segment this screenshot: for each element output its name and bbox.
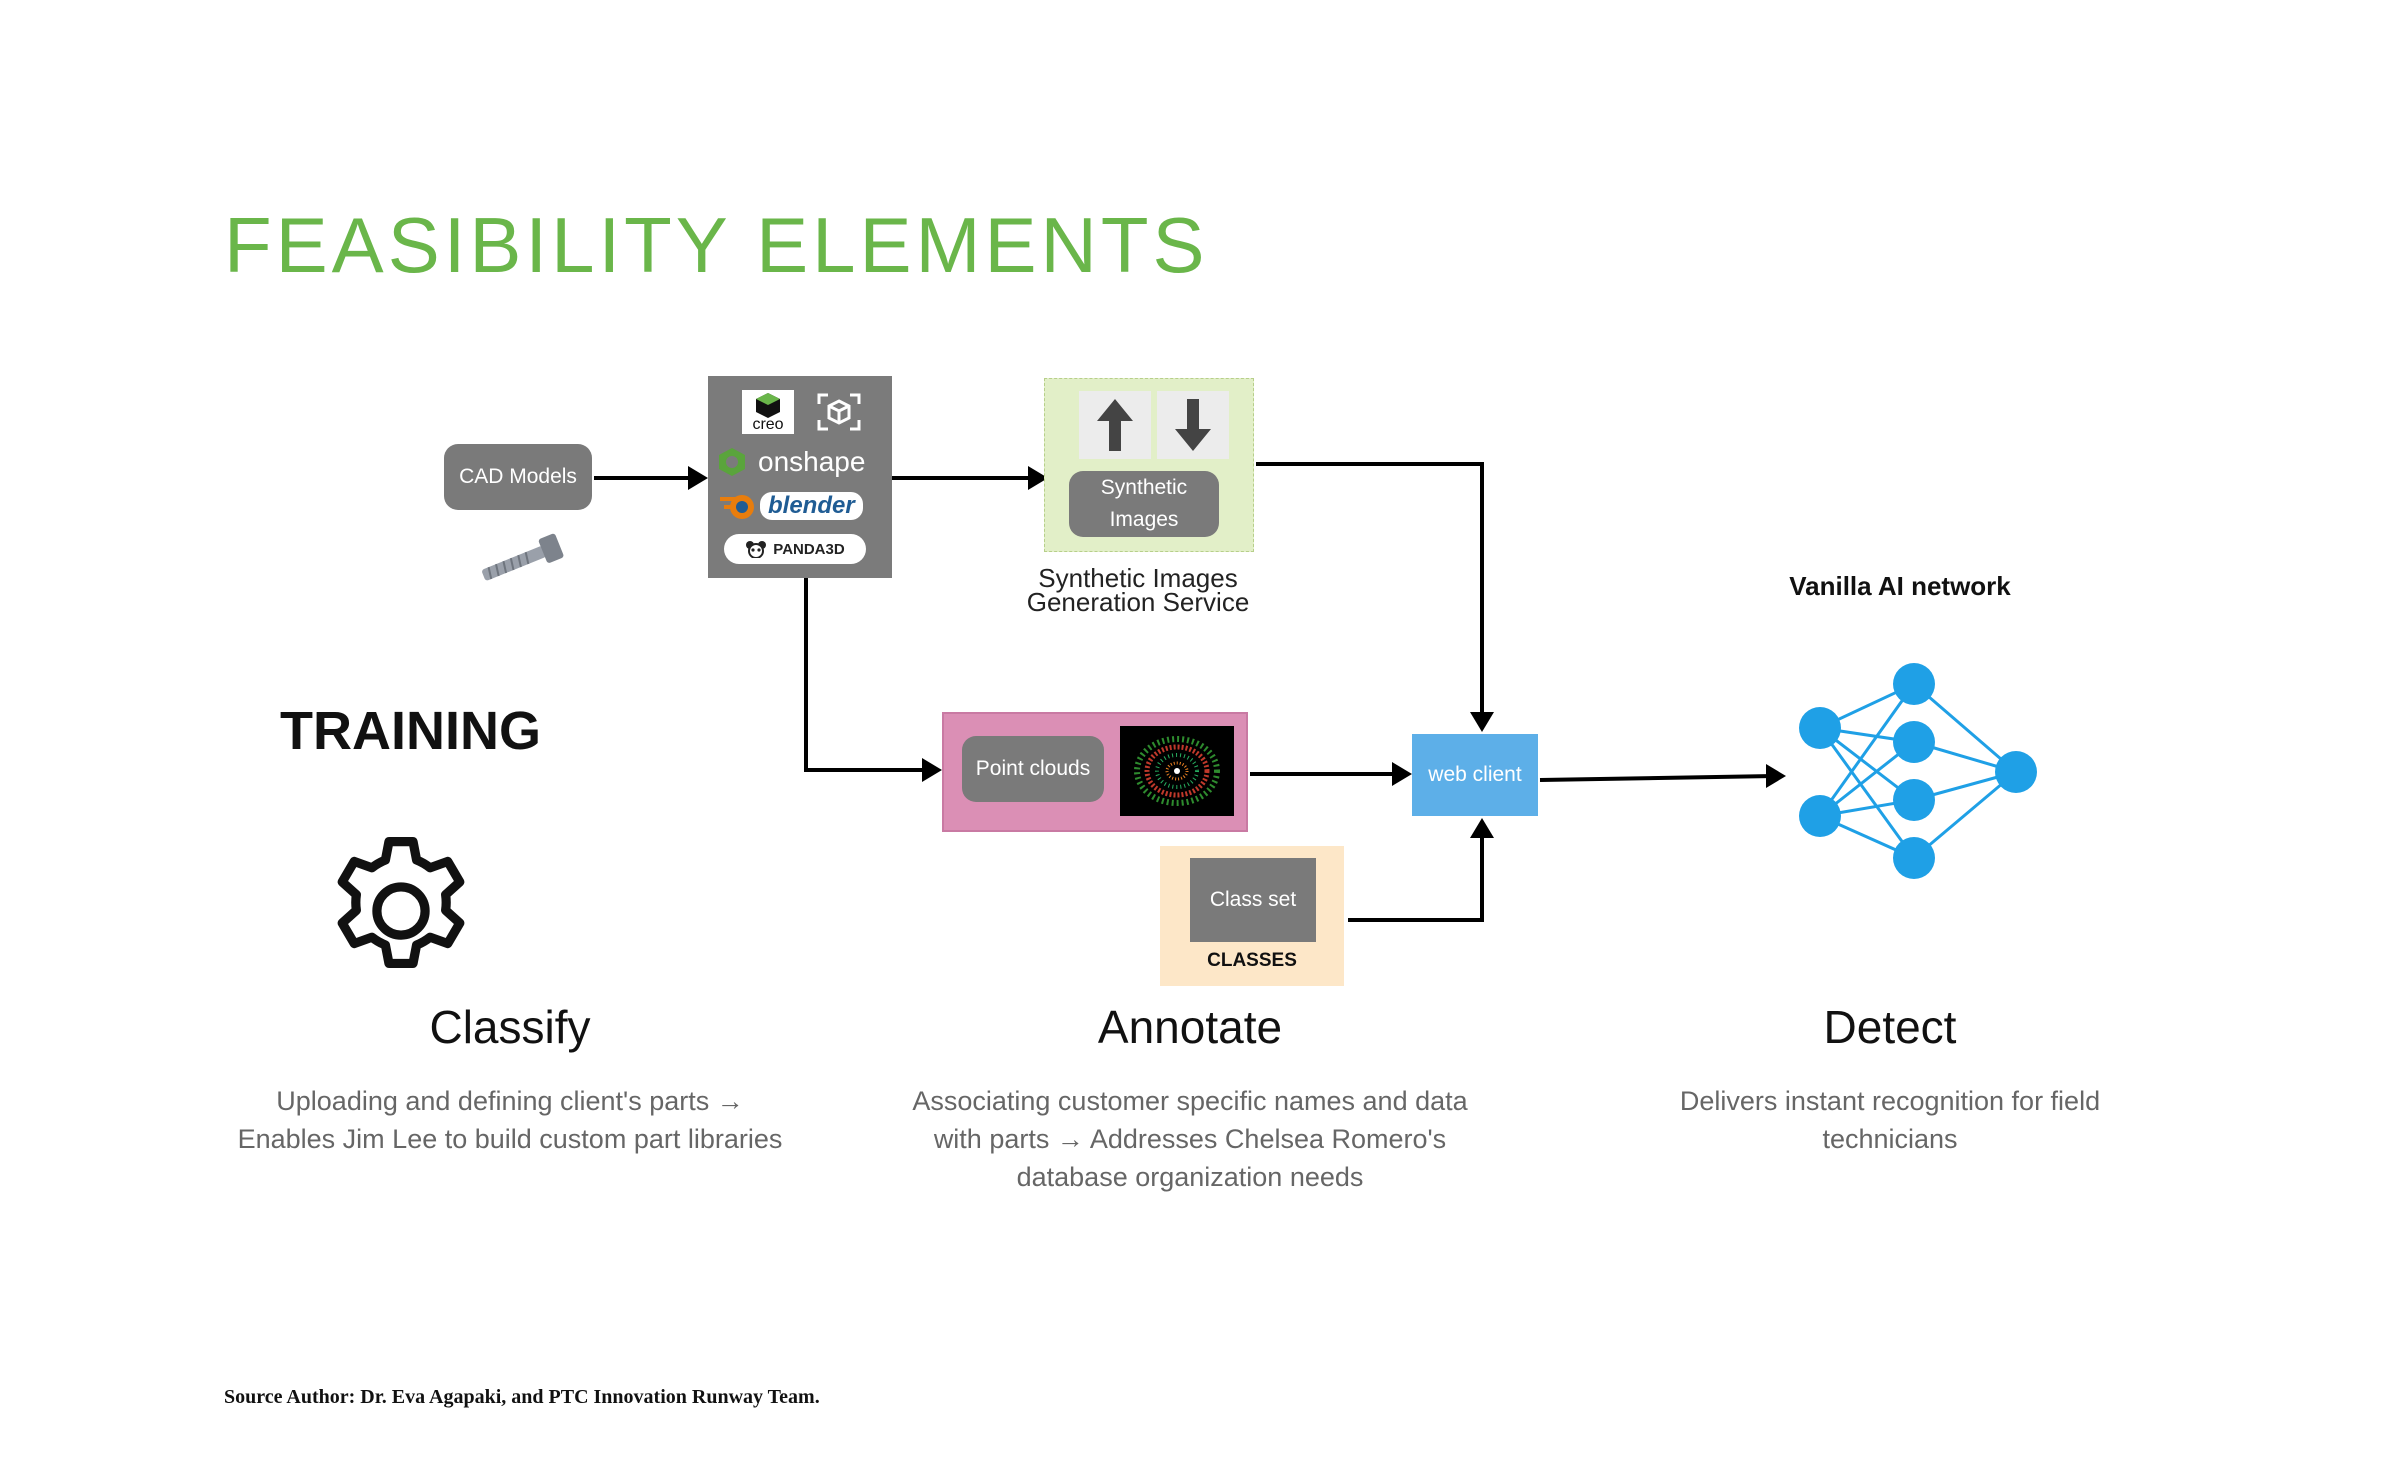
class-set-label: Class set [1190,858,1316,942]
upload-arrow-tile [1079,391,1151,459]
point-cloud-image [1120,726,1234,816]
classify-description: Uploading and defining client's parts → … [237,1086,783,1154]
onshape-label: onshape [758,446,866,477]
creo-logo: creo [742,390,794,434]
download-arrow-tile [1157,391,1229,459]
cube-icon [756,393,780,418]
cad-tools-panel: creo onshape blender PANDA3D [708,376,892,578]
classify-heading: Classify [429,1001,591,1053]
bolt-icon [482,533,564,581]
vanilla-ai-label: Vanilla AI network [1789,571,2011,601]
arrow-synthetic-to-webclient [1256,462,1484,722]
page-title: FEASIBILITY ELEMENTS [224,201,1209,289]
blender-logo-icon [720,495,754,519]
classes-label: CLASSES [1207,950,1297,971]
classes-node: Class set CLASSES [1160,846,1344,986]
arrow-down-icon [1175,399,1211,451]
gear-icon [337,836,465,969]
point-cloud-scan-icon [1134,736,1220,806]
neural-network-icon [1799,663,2037,879]
annotate-heading: Annotate [1097,1001,1283,1053]
synthetic-images-label: Synthetic Images [1069,471,1219,537]
point-clouds-node: Point clouds [942,712,1248,832]
blender-label: blender [768,492,855,519]
arrow-classes-to-webclient [1348,828,1484,922]
synthetic-images-node: Synthetic Images [1044,378,1254,552]
panda3d-badge: PANDA3D [724,534,866,564]
annotate-description: Associating customer specific names and … [912,1086,1468,1192]
ar-cube-icon [817,393,861,431]
onshape-logo-icon [719,448,745,476]
web-client-node: web client [1412,734,1538,816]
training-label: TRAINING [280,701,541,761]
detect-description: Delivers instant recognition for field t… [1679,1086,2101,1154]
panda-icon [746,541,767,558]
panda3d-label: PANDA3D [773,540,845,558]
arrow-tools-to-pointclouds [804,578,930,772]
synthetic-service-label: Synthetic Images Generation Service [1026,563,1250,617]
detect-heading: Detect [1823,1001,1957,1053]
arrow-up-icon [1097,399,1133,451]
point-clouds-label: Point clouds [962,736,1104,802]
cad-models-node: CAD Models [444,444,592,510]
arrow-webclient-to-network [1539,774,1775,782]
source-credit: Source Author: Dr. Eva Agapaki, and PTC … [224,1386,820,1408]
